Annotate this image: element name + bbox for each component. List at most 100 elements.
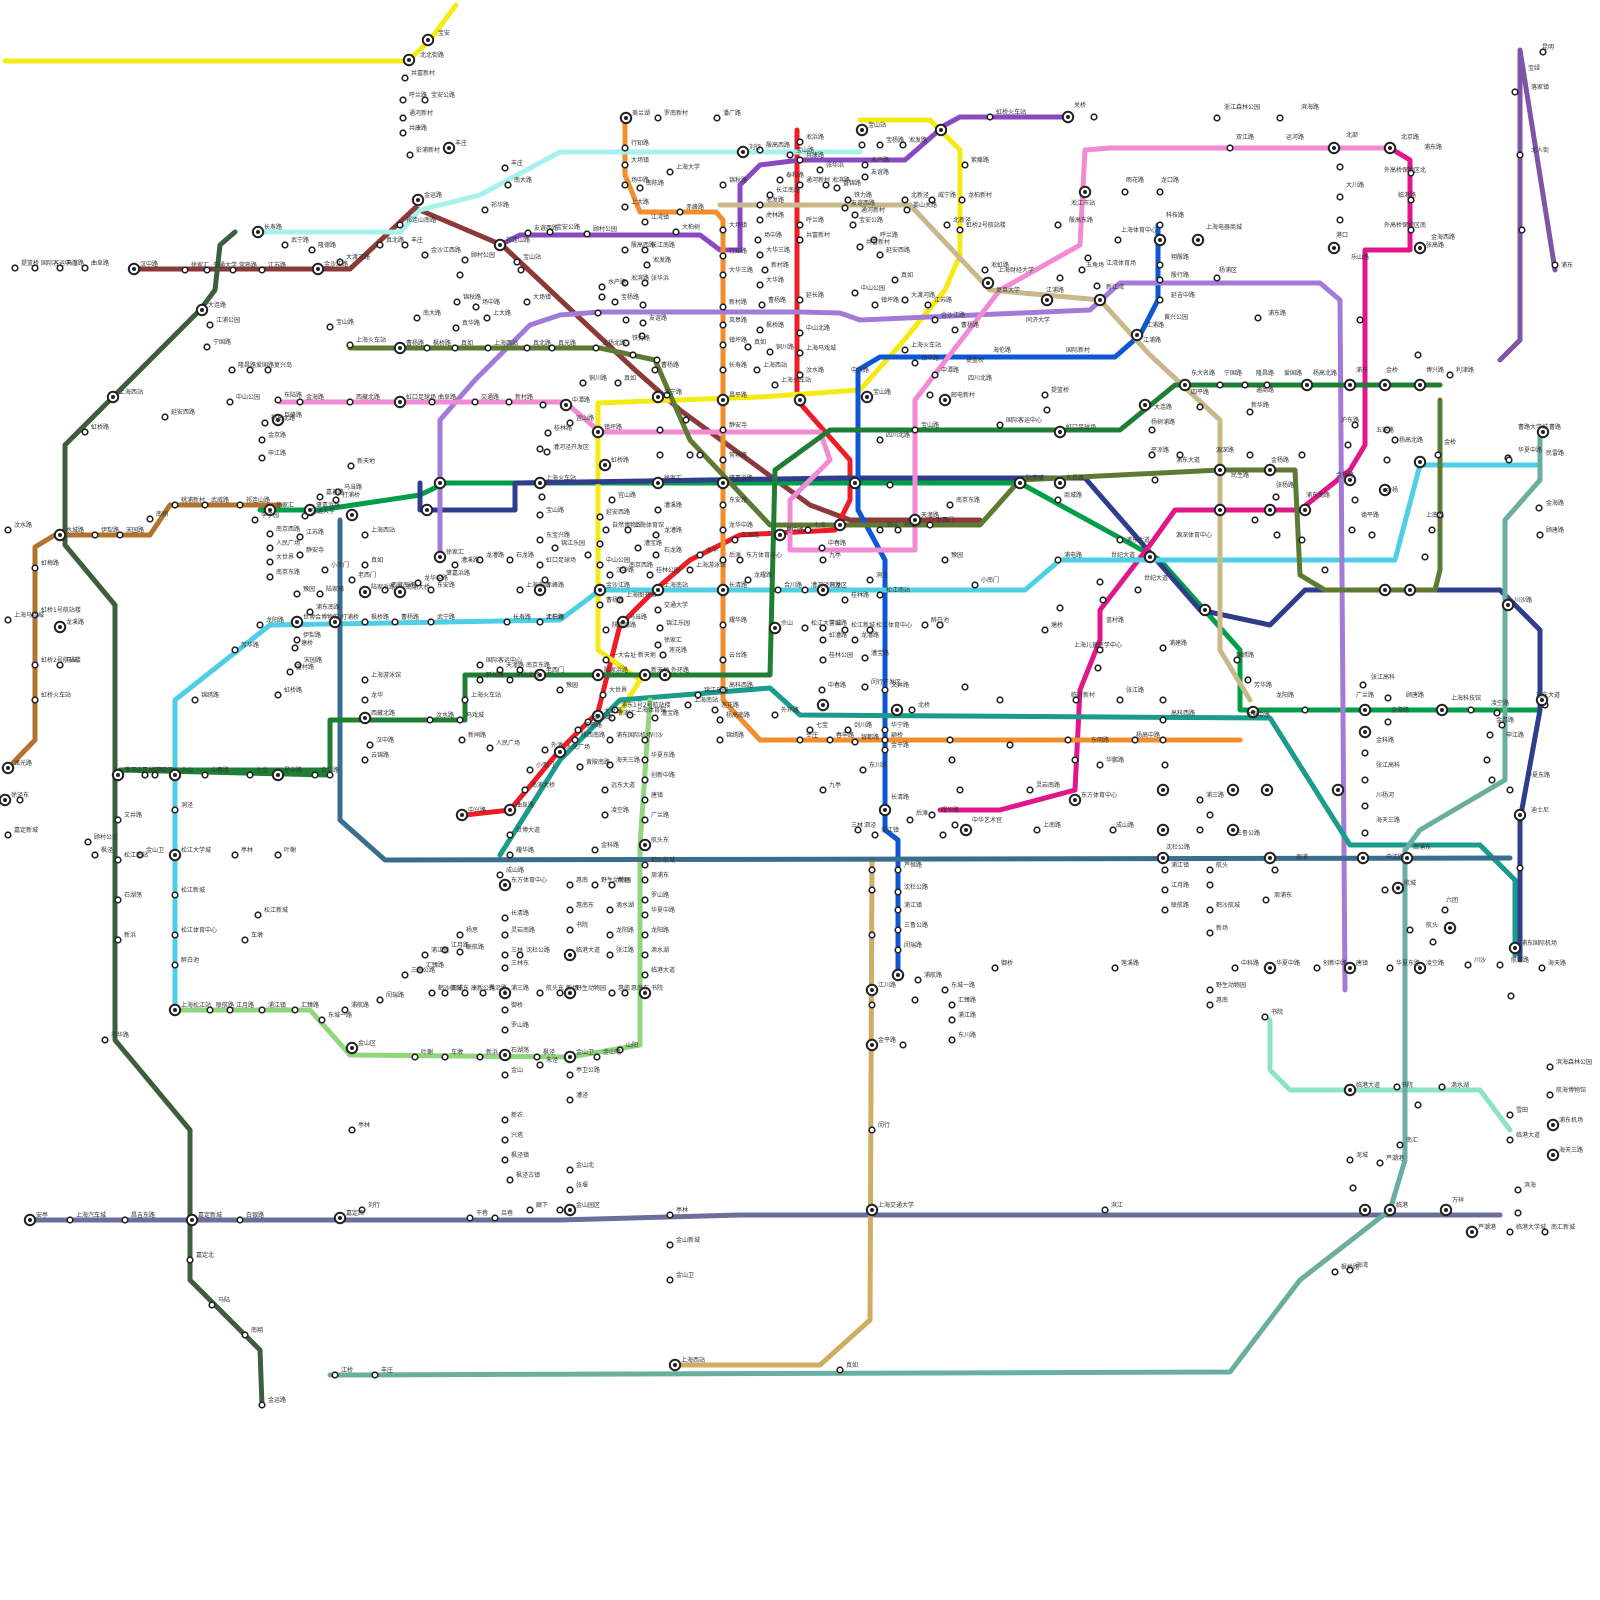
station-marker[interactable] — [1094, 283, 1100, 289]
interchange-station[interactable] — [1329, 243, 1339, 253]
station-marker[interactable] — [524, 345, 530, 351]
station-marker[interactable] — [204, 344, 210, 350]
station-marker[interactable] — [1515, 1210, 1521, 1216]
interchange-station[interactable] — [404, 55, 414, 65]
station-marker[interactable] — [609, 990, 615, 996]
station-marker[interactable] — [312, 772, 318, 778]
station-marker[interactable] — [942, 987, 948, 993]
station-marker[interactable] — [599, 294, 605, 300]
station-marker[interactable] — [552, 545, 558, 551]
station-marker[interactable] — [895, 947, 901, 953]
station-marker[interactable] — [802, 625, 808, 631]
interchange-station[interactable] — [1300, 505, 1310, 515]
station-marker[interactable] — [720, 322, 726, 328]
station-marker[interactable] — [422, 252, 428, 258]
station-marker[interactable] — [1377, 1160, 1383, 1166]
station-marker[interactable] — [1332, 1269, 1338, 1275]
station-marker[interactable] — [869, 932, 875, 938]
station-marker[interactable] — [473, 304, 479, 310]
interchange-station[interactable] — [600, 460, 610, 470]
station-marker[interactable] — [720, 342, 726, 348]
station-marker[interactable] — [622, 162, 628, 168]
station-marker[interactable] — [852, 290, 858, 296]
station-marker[interactable] — [392, 619, 398, 625]
station-marker[interactable] — [459, 737, 465, 743]
station-marker[interactable] — [872, 302, 878, 308]
station-marker[interactable] — [602, 787, 608, 793]
interchange-station[interactable] — [1385, 1205, 1395, 1215]
interchange-station[interactable] — [653, 478, 663, 488]
station-marker[interactable] — [297, 552, 303, 558]
station-marker[interactable] — [1072, 757, 1078, 763]
station-marker[interactable] — [442, 1054, 448, 1060]
station-marker[interactable] — [887, 482, 893, 488]
station-marker[interactable] — [454, 299, 460, 305]
station-marker[interactable] — [1157, 189, 1163, 195]
station-marker[interactable] — [642, 757, 648, 763]
interchange-station[interactable] — [253, 227, 263, 237]
station-marker[interactable] — [850, 222, 856, 228]
interchange-station[interactable] — [1215, 505, 1225, 515]
station-marker[interactable] — [1214, 275, 1220, 281]
station-marker[interactable] — [1337, 194, 1343, 200]
station-marker[interactable] — [1537, 532, 1543, 538]
station-marker[interactable] — [660, 652, 666, 658]
station-marker[interactable] — [757, 217, 763, 223]
station-marker[interactable] — [1435, 452, 1441, 458]
interchange-station[interactable] — [1158, 853, 1168, 863]
station-marker[interactable] — [653, 532, 659, 538]
station-marker[interactable] — [477, 1054, 483, 1060]
station-marker[interactable] — [754, 367, 760, 373]
station-marker[interactable] — [720, 272, 726, 278]
station-marker[interactable] — [892, 277, 898, 283]
interchange-station[interactable] — [1441, 1205, 1451, 1215]
station-marker[interactable] — [1422, 554, 1428, 560]
station-marker[interactable] — [647, 572, 653, 578]
interchange-station[interactable] — [795, 395, 805, 405]
interchange-station[interactable] — [880, 805, 890, 815]
interchange-station[interactable] — [818, 700, 828, 710]
station-marker[interactable] — [860, 767, 866, 773]
station-marker[interactable] — [457, 717, 463, 723]
station-marker[interactable] — [502, 165, 508, 171]
station-marker[interactable] — [797, 737, 803, 743]
station-marker[interactable] — [1227, 145, 1233, 151]
station-marker[interactable] — [1097, 579, 1103, 585]
interchange-station[interactable] — [1140, 400, 1150, 410]
station-marker[interactable] — [400, 115, 406, 121]
station-marker[interactable] — [1507, 1229, 1513, 1235]
interchange-station[interactable] — [718, 395, 728, 405]
station-marker[interactable] — [757, 252, 763, 258]
station-marker[interactable] — [1299, 452, 1305, 458]
station-marker[interactable] — [827, 737, 833, 743]
station-marker[interactable] — [787, 152, 793, 158]
station-marker[interactable] — [524, 299, 530, 305]
station-marker[interactable] — [502, 932, 508, 938]
station-marker[interactable] — [1497, 962, 1503, 968]
interchange-station[interactable] — [423, 35, 433, 45]
interchange-station[interactable] — [55, 622, 65, 632]
station-marker[interactable] — [522, 787, 528, 793]
interchange-station[interactable] — [892, 705, 902, 715]
station-marker[interactable] — [1027, 787, 1033, 793]
station-marker[interactable] — [622, 247, 628, 253]
station-marker[interactable] — [652, 715, 658, 721]
station-marker[interactable] — [1552, 262, 1558, 268]
station-marker[interactable] — [642, 777, 648, 783]
interchange-station[interactable] — [500, 880, 510, 890]
interchange-station[interactable] — [113, 770, 123, 780]
interchange-station[interactable] — [535, 478, 545, 488]
station-marker[interactable] — [609, 497, 615, 503]
station-marker[interactable] — [1345, 442, 1351, 448]
station-marker[interactable] — [414, 315, 420, 321]
station-marker[interactable] — [720, 502, 726, 508]
station-marker[interactable] — [597, 602, 603, 608]
interchange-station[interactable] — [593, 670, 603, 680]
station-marker[interactable] — [172, 807, 178, 813]
station-marker[interactable] — [567, 927, 573, 933]
station-marker[interactable] — [775, 587, 781, 593]
station-marker[interactable] — [187, 1257, 193, 1263]
station-marker[interactable] — [982, 267, 988, 273]
station-marker[interactable] — [507, 557, 513, 563]
station-marker[interactable] — [1160, 717, 1166, 723]
